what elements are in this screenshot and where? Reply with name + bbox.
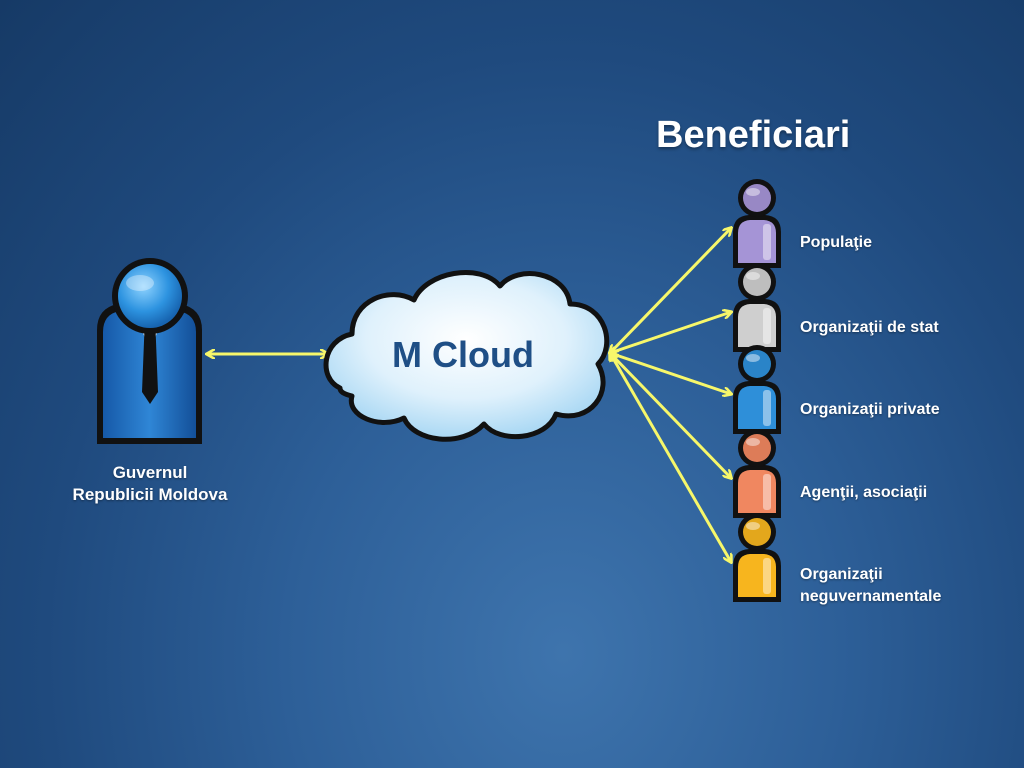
government-label-line1: Guvernul	[112, 463, 188, 482]
person-icon-private-orgs	[733, 345, 781, 434]
beneficiary-label-population: Populaţie	[800, 234, 873, 251]
person-icon-population	[733, 179, 781, 268]
person-icon-ngos	[733, 513, 781, 602]
beneficiary-arrows	[610, 228, 731, 562]
arrow-to-state-orgs	[610, 312, 731, 353]
person-icon-agencies	[733, 429, 781, 518]
page-title: Beneficiari	[656, 114, 851, 156]
government-label: Guvernul Republicii Moldova	[40, 462, 260, 506]
cloud-label: M Cloud	[392, 334, 534, 375]
beneficiary-label-agencies: Agenţii, asociaţii	[800, 484, 928, 501]
business-person-icon	[97, 258, 202, 444]
government-label-line2: Republicii Moldova	[72, 485, 228, 504]
beneficiary-label-private-orgs: Organizaţii private	[800, 401, 940, 418]
beneficiary-label-ngos-line1: Organizaţii	[800, 566, 883, 583]
beneficiary-label-ngos-line2: neguvernamentale	[800, 588, 942, 605]
beneficiary-label-state-orgs: Organizaţii de stat	[800, 319, 939, 336]
cloud-icon	[323, 270, 610, 442]
beneficiary-label-ngos: Organizaţii neguvernamentale	[800, 564, 941, 608]
arrow-to-population	[610, 228, 731, 353]
person-icon-state-orgs	[733, 263, 781, 352]
arrow-to-ngos	[610, 353, 731, 562]
beneficiary-icons	[733, 179, 781, 602]
